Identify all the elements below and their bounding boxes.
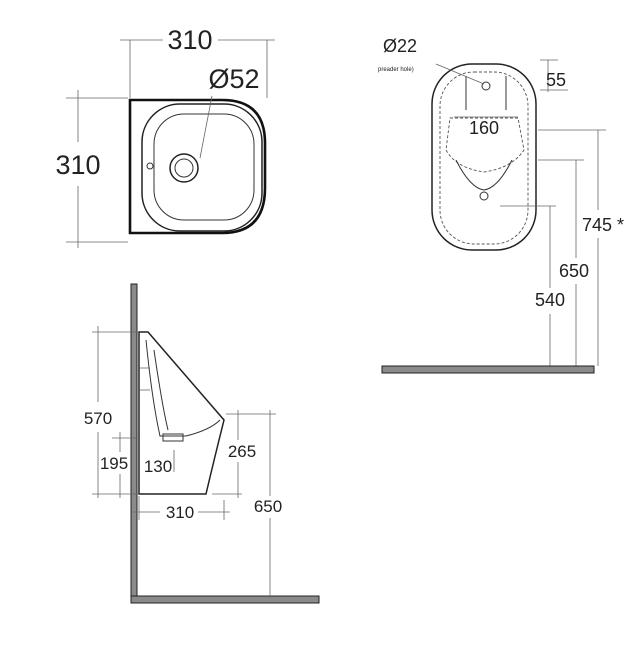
top-view-bowl-inner [153,113,255,221]
front-view-height-745-label: 745 * [582,215,624,235]
side-view-body [138,331,225,495]
side-view-floor-height-label: 650 [254,497,282,516]
top-view-outlet-inner [174,158,194,178]
front-view-outlet [479,191,489,201]
front-view-width-label: 160 [469,118,499,138]
front-view-spreader-label: Ø22 [383,36,417,56]
side-view-floor [130,595,320,604]
front-view-height-650-label: 650 [559,261,589,281]
side-view-depth-label: 310 [166,503,194,522]
front-view-spreader [465,76,507,110]
side-view-height-label: 570 [84,409,112,428]
top-view-outlet-label: Ø52 [208,64,259,94]
front-view-height-540-label: 540 [535,290,565,310]
top-view-fixing [146,162,154,170]
top-view-width-label: 310 [167,25,212,55]
side-view-outlet-offset-label: 130 [144,457,172,476]
front-view-spreader-note: preader hole) [378,67,414,73]
top-view-outline [128,98,267,235]
front-view-inner [439,71,529,245]
front-view-floor [381,365,595,374]
front-view-bowl [445,117,525,173]
side-view-outlet-height-label: 195 [100,454,128,473]
side-view: 570 195 130 265 310 650 [84,283,320,604]
front-view-outline [431,63,537,251]
front-view-offset-label: 55 [546,70,566,90]
front-view-spreader-hole [481,81,491,91]
front-view: Ø22 preader hole) 55 160 745 * 650 540 [378,36,624,374]
side-view-front-height-label: 265 [228,442,256,461]
top-view-depth-label: 310 [55,150,100,180]
top-view-outlet [169,153,199,183]
top-view-bowl-rim [141,103,263,232]
top-view: 310 310 Ø52 [55,25,275,248]
